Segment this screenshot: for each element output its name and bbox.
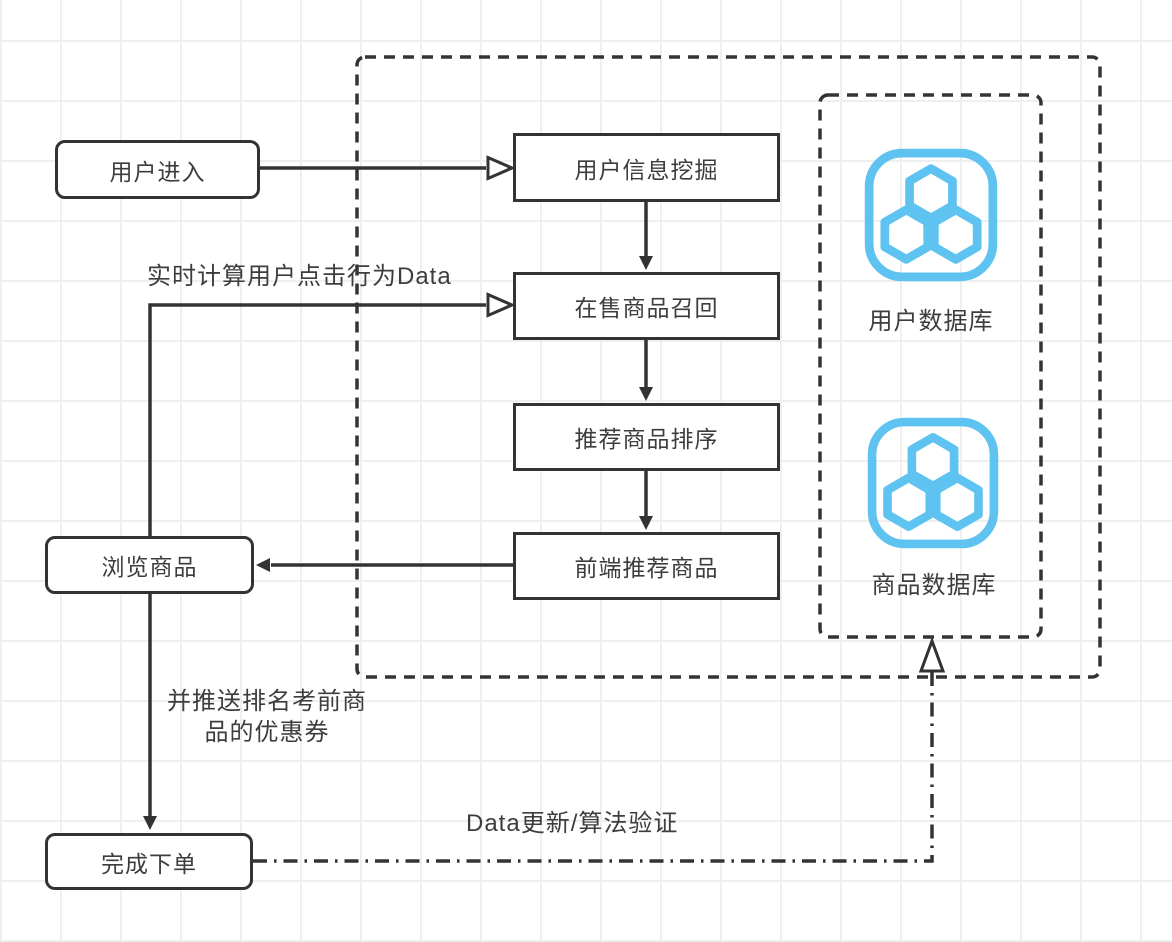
node-user-info-mining[interactable]: 用户信息挖掘 [513, 133, 780, 202]
node-frontend-rec-label: 前端推荐商品 [574, 555, 719, 581]
open-arrowhead-user-info-mining [486, 155, 516, 181]
edge-label-realtime-click-data: 实时计算用户点击行为Data [147, 263, 452, 290]
product-database-icon[interactable] [867, 414, 999, 552]
node-rec-sorting[interactable]: 推荐商品排序 [513, 403, 780, 471]
node-complete-order-label: 完成下单 [101, 850, 197, 877]
user-database-label: 用户数据库 [868, 308, 994, 335]
arrowhead-onsale-recall [639, 256, 653, 270]
edge-label-push-coupon: 并推送排名考前商 品的优惠券 [158, 686, 376, 748]
user-database-icon[interactable] [864, 145, 998, 285]
open-arrowhead-onsale-recall [486, 292, 516, 318]
open-arrowhead-database-group [918, 636, 946, 673]
arrowhead-browse-products [256, 558, 270, 572]
edge-label-push-coupon-line1: 并推送排名考前商 [167, 688, 367, 715]
node-user-info-mining-label: 用户信息挖掘 [574, 156, 719, 183]
node-frontend-rec[interactable]: 前端推荐商品 [513, 532, 780, 600]
node-onsale-recall-label: 在售商品召回 [574, 295, 719, 321]
node-browse-products-label: 浏览商品 [101, 554, 198, 580]
edge-label-push-coupon-line2: 品的优惠券 [204, 719, 330, 746]
arrowhead-frontend-rec [639, 516, 653, 530]
node-user-enter[interactable]: 用户进入 [55, 140, 260, 199]
product-database-label: 商品数据库 [871, 572, 997, 599]
edge-label-data-update-validation: Data更新/算法验证 [466, 810, 679, 837]
node-onsale-recall[interactable]: 在售商品召回 [513, 272, 780, 340]
node-rec-sorting-label: 推荐商品排序 [574, 426, 719, 452]
node-browse-products[interactable]: 浏览商品 [45, 536, 254, 594]
node-user-enter-label: 用户进入 [109, 158, 206, 185]
arrowhead-complete-order [143, 816, 157, 830]
node-complete-order[interactable]: 完成下单 [45, 833, 253, 890]
edge-browse-products-to-onsale-recall [148, 303, 486, 536]
arrowhead-rec-sorting [639, 387, 653, 401]
